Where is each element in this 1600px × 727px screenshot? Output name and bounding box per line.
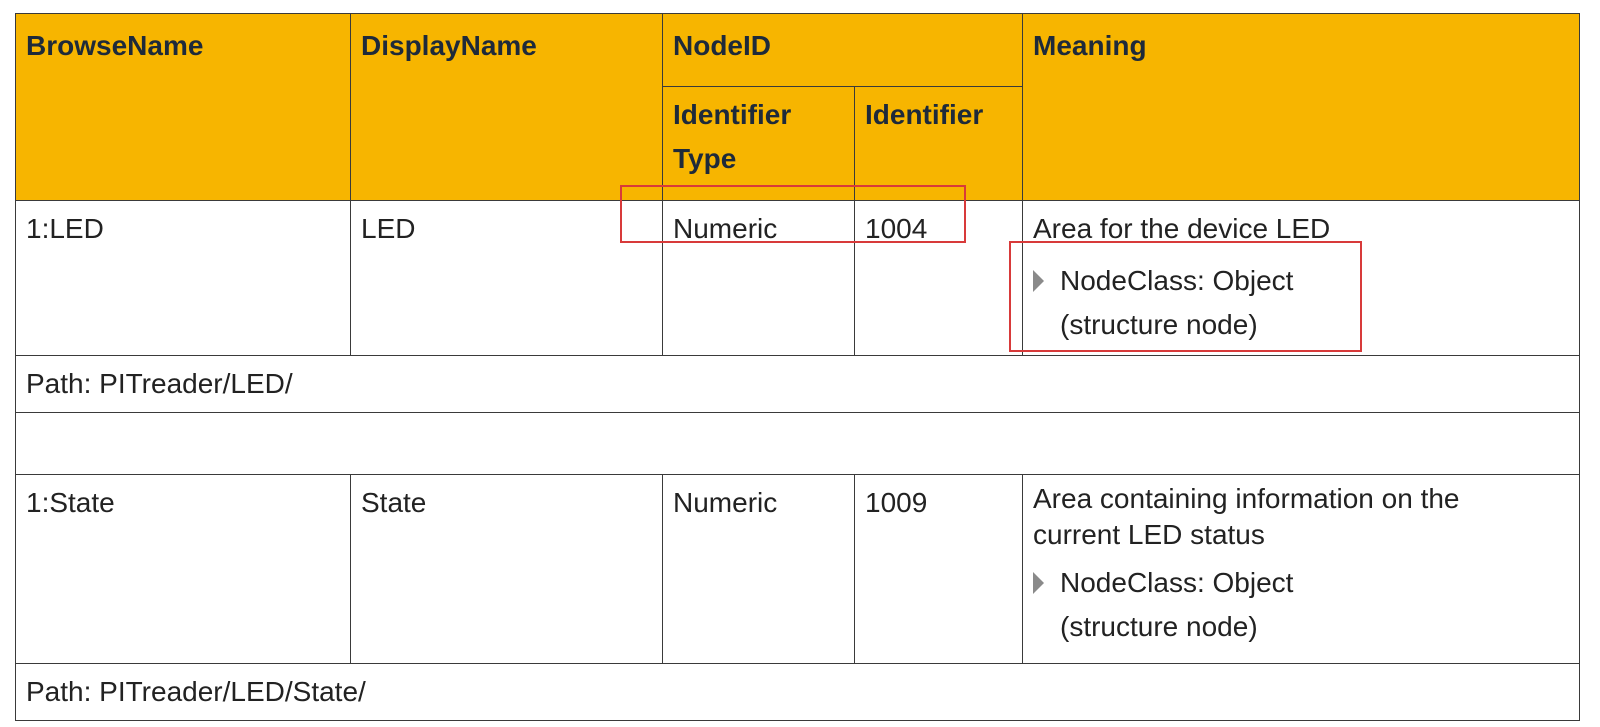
bullet-text-line1: NodeClass: Object bbox=[1060, 567, 1294, 598]
bullet-text-line1: NodeClass: Object bbox=[1060, 265, 1294, 296]
bullet-item: NodeClass: Object (structure node) bbox=[1033, 259, 1569, 347]
table-row: 1:State State Numeric 1009 Area containi… bbox=[15, 474, 1580, 664]
spacer-row bbox=[15, 412, 1580, 475]
path-cell: Path: PITreader/LED/ bbox=[15, 355, 1580, 413]
triangle-right-icon bbox=[1033, 572, 1044, 594]
identifier-cell: 1004 bbox=[854, 200, 1023, 356]
meaning-text-line2: current LED status bbox=[1033, 519, 1265, 550]
header-identifier-type: Identifier Type bbox=[662, 86, 855, 201]
identifier-type-cell: Numeric bbox=[662, 200, 855, 356]
identifier-type-cell: Numeric bbox=[662, 474, 855, 664]
bullet-item: NodeClass: Object (structure node) bbox=[1033, 561, 1569, 649]
path-cell: Path: PITreader/LED/State/ bbox=[15, 663, 1580, 721]
display-name-cell: State bbox=[350, 474, 663, 664]
header-node-id: NodeID bbox=[662, 13, 1023, 87]
path-row: Path: PITreader/LED/State/ bbox=[15, 663, 1580, 721]
bullet-text-line2: (structure node) bbox=[1060, 611, 1258, 642]
header-display-name: DisplayName bbox=[350, 13, 663, 201]
path-row: Path: PITreader/LED/ bbox=[15, 355, 1580, 413]
empty-cell bbox=[15, 412, 1580, 475]
browse-name-cell: 1:State bbox=[15, 474, 351, 664]
node-table-container: BrowseName DisplayName NodeID Meaning Id… bbox=[15, 13, 1580, 721]
header-browse-name: BrowseName bbox=[15, 13, 351, 201]
meaning-text-line1: Area containing information on the bbox=[1033, 483, 1460, 514]
header-identifier: Identifier bbox=[854, 86, 1023, 201]
meaning-cell: Area containing information on the curre… bbox=[1022, 474, 1580, 664]
bullet-text-line2: (structure node) bbox=[1060, 309, 1258, 340]
header-meaning: Meaning bbox=[1022, 13, 1580, 201]
node-table: BrowseName DisplayName NodeID Meaning Id… bbox=[15, 13, 1580, 721]
triangle-right-icon bbox=[1033, 270, 1044, 292]
meaning-cell: Area for the device LED NodeClass: Objec… bbox=[1022, 200, 1580, 356]
meaning-text: Area for the device LED bbox=[1033, 213, 1331, 244]
browse-name-cell: 1:LED bbox=[15, 200, 351, 356]
table-row: 1:LED LED Numeric 1004 Area for the devi… bbox=[15, 200, 1580, 356]
identifier-cell: 1009 bbox=[854, 474, 1023, 664]
display-name-cell: LED bbox=[350, 200, 663, 356]
